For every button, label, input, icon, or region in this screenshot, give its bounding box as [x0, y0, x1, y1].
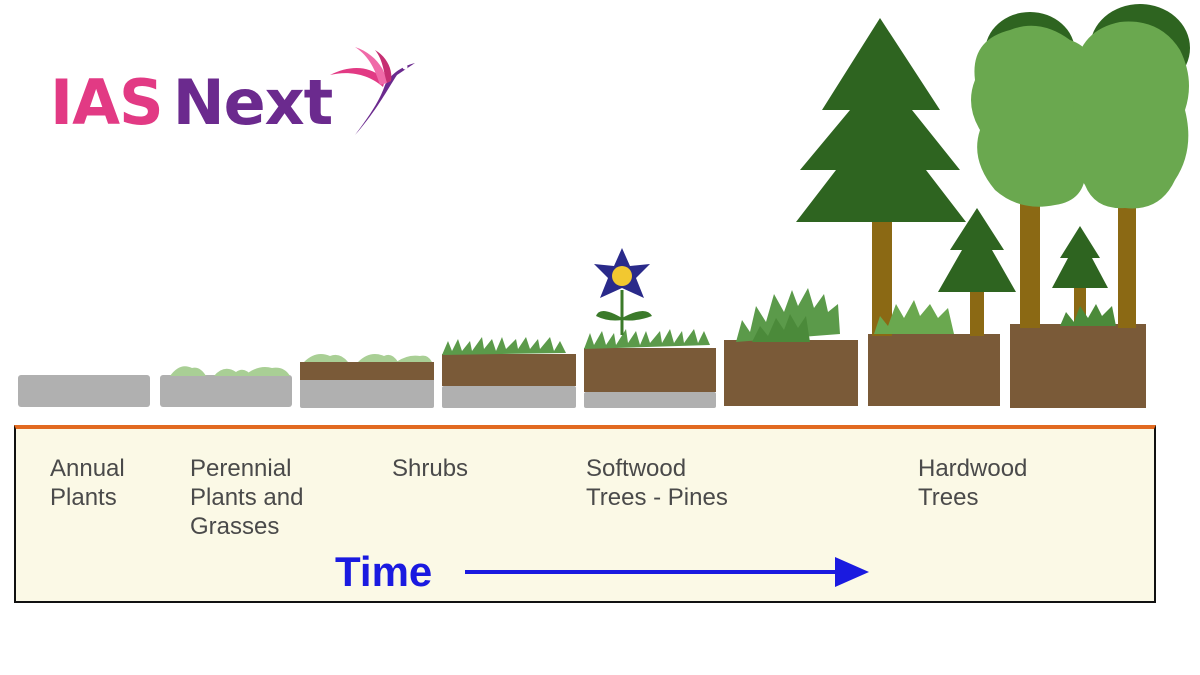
logo-text-next: Next [172, 66, 334, 139]
stage-bare-rock [18, 375, 150, 407]
stage-grass-on-rock [160, 366, 292, 407]
stage-label-panel [14, 425, 1156, 603]
time-label: Time [335, 548, 433, 595]
stage-hardwood [971, 4, 1190, 408]
stage-shrubs [724, 288, 858, 406]
stage-grasses [442, 337, 576, 408]
stage-flower [584, 248, 716, 408]
stage-pines [796, 18, 1016, 406]
hummingbird-icon [330, 47, 415, 135]
stage-label-shrubs: Shrubs [392, 455, 469, 482]
stage-thin-soil [300, 354, 434, 408]
logo-text-ias: IAS [50, 66, 164, 139]
stage-label-hardwood: Hardwood Trees [918, 455, 1028, 511]
time-arrow-icon [465, 557, 869, 587]
stage-label-perennial: Perennial Plants and Grasses [190, 455, 304, 540]
stage-label-softwood: Softwood Trees - Pines [586, 455, 728, 511]
stage-label-annual: Annual Plants [50, 455, 125, 511]
